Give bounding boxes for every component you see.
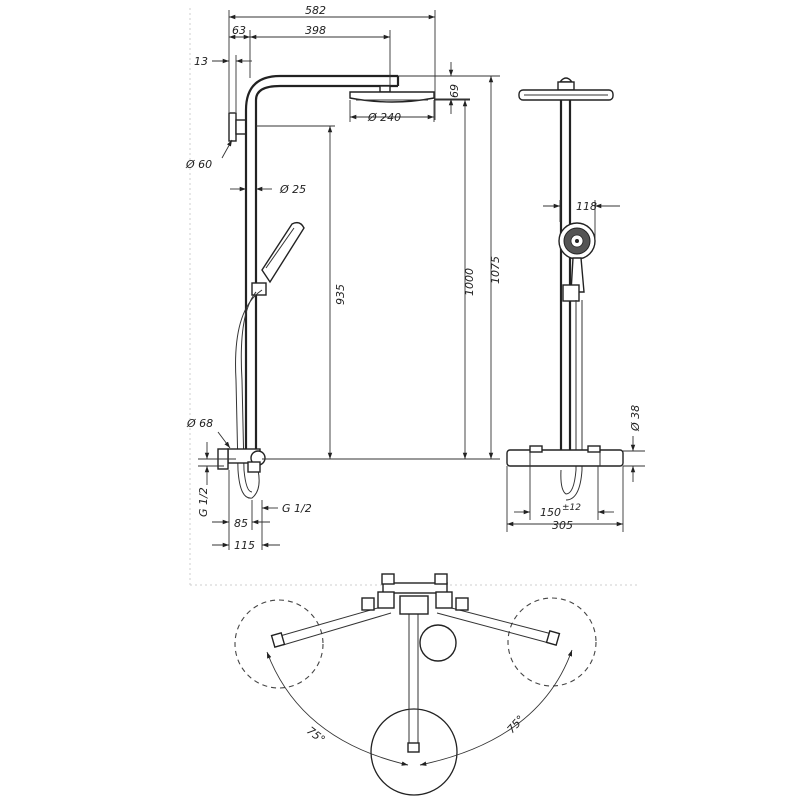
dim-582: 582	[305, 4, 326, 17]
dim-1075: 1075	[489, 256, 502, 284]
hand-shower-side	[251, 221, 305, 296]
dim-115: 115	[234, 539, 255, 552]
dim-60: Ø 60	[185, 158, 212, 171]
dim-g12-left: G 1/2	[197, 487, 210, 517]
hose-front	[560, 300, 583, 501]
thermostat-front	[506, 445, 624, 467]
angle-arc-left	[266, 651, 409, 766]
dim-25: Ø 25	[279, 183, 306, 196]
wall-bracket-plan	[361, 573, 469, 615]
dim-68: Ø 68	[186, 417, 213, 430]
wall-bracket-top	[228, 112, 247, 142]
dim-63: 63	[232, 24, 246, 37]
dim-305: 305	[552, 519, 573, 532]
dim-150-tolerance: ±12	[562, 503, 581, 513]
front-view	[506, 77, 624, 501]
front-dimensions: 118 Ø 38 150 ±12 305	[506, 200, 645, 532]
dim-118: 118	[576, 200, 597, 213]
side-view	[217, 74, 500, 499]
plan-view: 75° 75°	[234, 573, 597, 796]
angle-left-label: 75°	[304, 724, 327, 746]
hand-shower-plan	[419, 624, 457, 662]
dim-398: 398	[305, 24, 326, 37]
angle-arc-right	[419, 649, 573, 766]
reach-circle-left	[234, 599, 324, 689]
side-dimensions: 582 63 398 13 69 Ø 240 Ø 60 Ø 25 935	[185, 4, 502, 552]
dim-240: Ø 240	[367, 111, 401, 124]
thermostat-side	[217, 448, 266, 473]
dim-85: 85	[234, 517, 248, 530]
hand-shower-front	[558, 222, 596, 302]
overhead-shower	[349, 85, 435, 103]
dim-150: 150	[540, 506, 561, 519]
reach-circle-right	[507, 597, 597, 687]
riser-pipe	[244, 74, 400, 450]
arm-end-plan	[407, 742, 420, 753]
dim-1000: 1000	[463, 268, 476, 296]
dim-38: Ø 38	[629, 405, 642, 432]
hose-side	[235, 289, 263, 499]
dim-13: 13	[194, 55, 208, 68]
dim-g12-right: G 1/2	[282, 502, 312, 515]
angle-right-label: 75°	[505, 713, 528, 736]
dim-69: 69	[448, 84, 461, 98]
swivel-arm-left	[270, 604, 392, 649]
overhead-shower-front	[518, 77, 614, 101]
dim-935: 935	[334, 284, 347, 305]
